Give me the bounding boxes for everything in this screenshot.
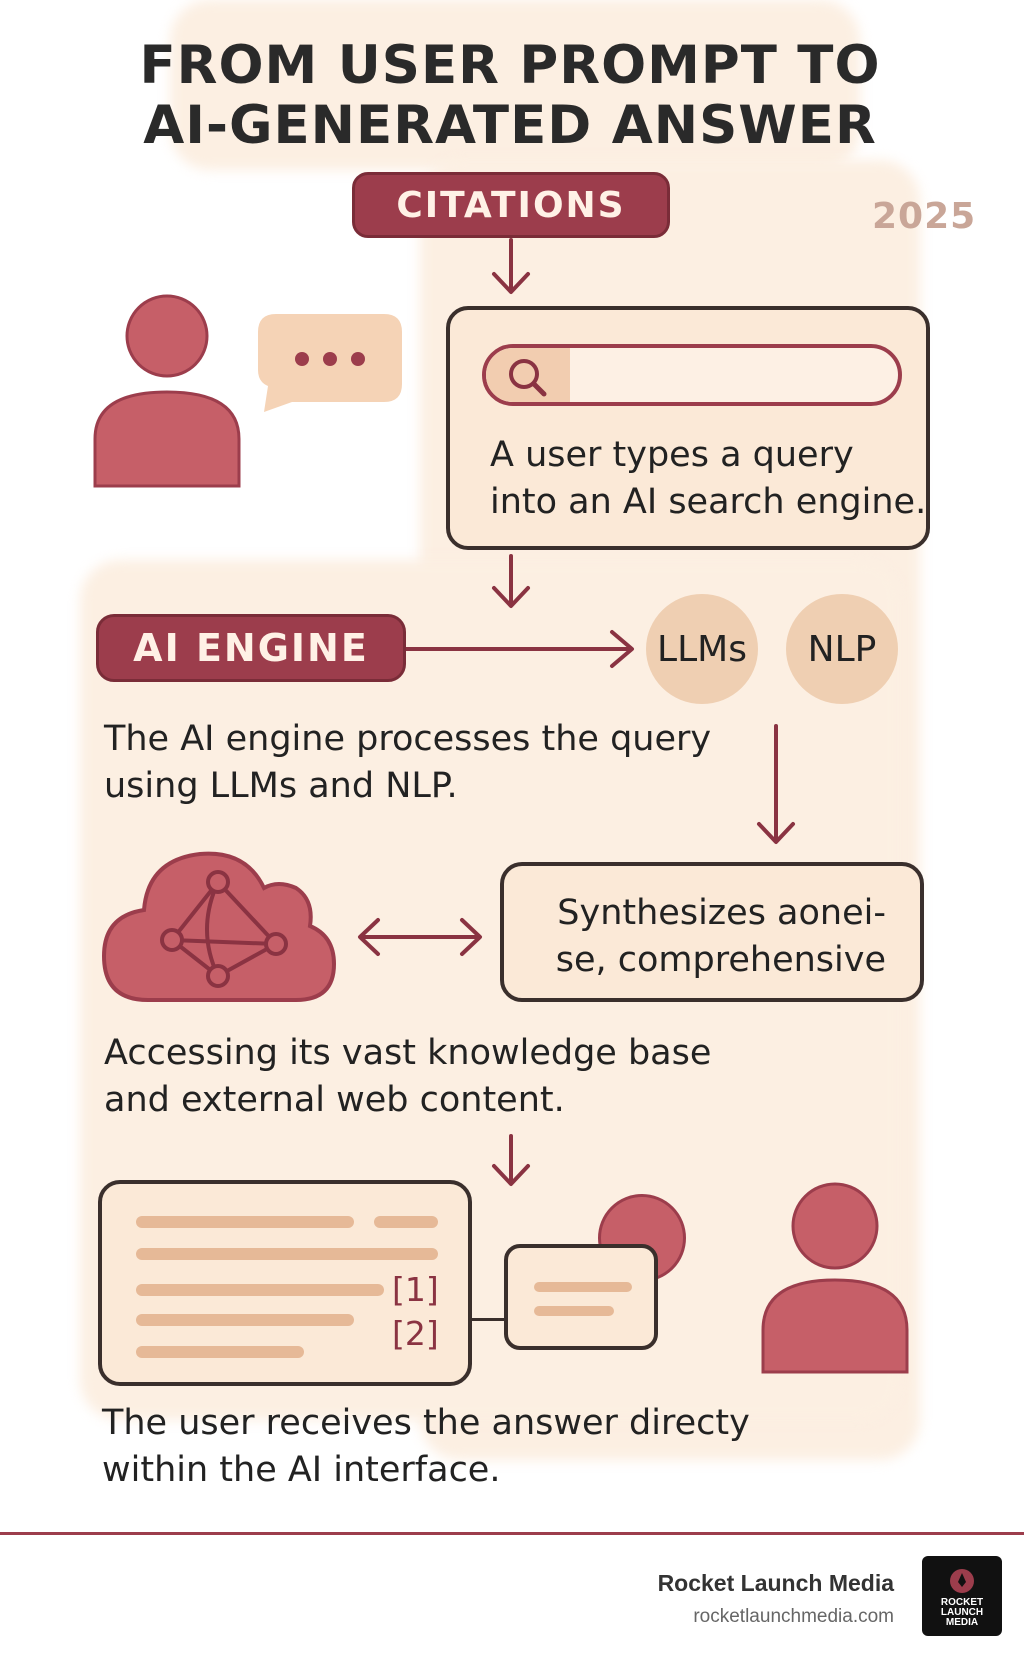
engine-description: The AI engine processes the query using … [104,716,744,810]
citation-1[interactable]: [1] [392,1270,439,1309]
synthesis-card: Synthesizes aonei- se, comprehensive [500,862,924,1002]
engine-description-line-2: using LLMs and NLP. [104,766,458,806]
text-line-placeholder [136,1284,384,1296]
synthesis-line-1: Synthesizes aonei- [557,893,886,933]
knowledge-description-line-1: Accessing its vast knowledge base [104,1033,712,1073]
answer-card: [1] [2] [98,1180,472,1386]
answer-description: The user receives the answer directy wit… [102,1400,862,1494]
text-line-placeholder [136,1216,354,1228]
chat-bubble-icon [258,314,402,412]
synthesis-line-2: se, comprehensive [555,940,886,980]
down-arrow [757,724,795,844]
query-card: A user types a query into an AI search e… [446,306,930,550]
text-line-placeholder [136,1248,438,1260]
brand-logo: ROCKET LAUNCH MEDIA [922,1556,1002,1636]
search-button[interactable] [486,348,570,402]
logo-text-line-1: ROCKET [940,1597,984,1608]
query-description-line-1: A user types a query [490,435,854,475]
logo-text-line-3: MEDIA [945,1617,979,1628]
footer-divider [0,1532,1024,1535]
citations-badge: CITATIONS [352,172,670,238]
double-arrow [358,918,482,956]
llms-tag: LLMs [646,594,758,704]
search-icon [509,359,547,397]
down-arrow [492,1134,530,1186]
brand-name: Rocket Launch Media [657,1570,894,1596]
search-input[interactable] [482,344,902,406]
answer-description-line-2: within the AI interface. [102,1450,501,1490]
down-arrow [492,554,530,608]
title-line-2: AI-GENERATED ANSWER [143,95,877,156]
brand-url[interactable]: rocketlaunchmedia.com [693,1606,894,1627]
down-arrow [492,238,530,294]
user-icon [761,1182,909,1374]
background-wash [170,0,860,170]
citation-markers: [1] [2] [392,1268,439,1356]
cloud-network-icon [101,851,337,1002]
knowledge-description-line-2: and external web content. [104,1080,565,1120]
right-arrow [404,630,634,668]
query-description: A user types a query into an AI search e… [490,432,930,526]
ai-engine-badge: AI ENGINE [96,614,406,682]
text-line-placeholder [534,1306,614,1316]
page-title: FROM USER PROMPT TO AI-GENERATED ANSWER [60,36,960,156]
logo-text-line-2: LAUNCH [940,1607,984,1618]
text-line-placeholder [534,1282,632,1292]
query-description-line-2: into an AI search engine. [490,482,927,522]
rocket-icon [950,1569,974,1593]
text-line-placeholder [136,1346,304,1358]
connector-line [472,1318,506,1321]
title-line-1: FROM USER PROMPT TO [139,35,881,96]
engine-description-line-1: The AI engine processes the query [104,719,712,759]
answer-preview-card [504,1244,658,1350]
citation-2[interactable]: [2] [392,1314,439,1353]
text-line-placeholder [136,1314,354,1326]
text-line-placeholder [374,1216,438,1228]
user-icon [93,294,241,488]
nlp-tag: NLP [786,594,898,704]
knowledge-description: Accessing its vast knowledge base and ex… [104,1030,804,1124]
year-label: 2025 [872,196,977,237]
answer-description-line-1: The user receives the answer directy [102,1403,750,1443]
